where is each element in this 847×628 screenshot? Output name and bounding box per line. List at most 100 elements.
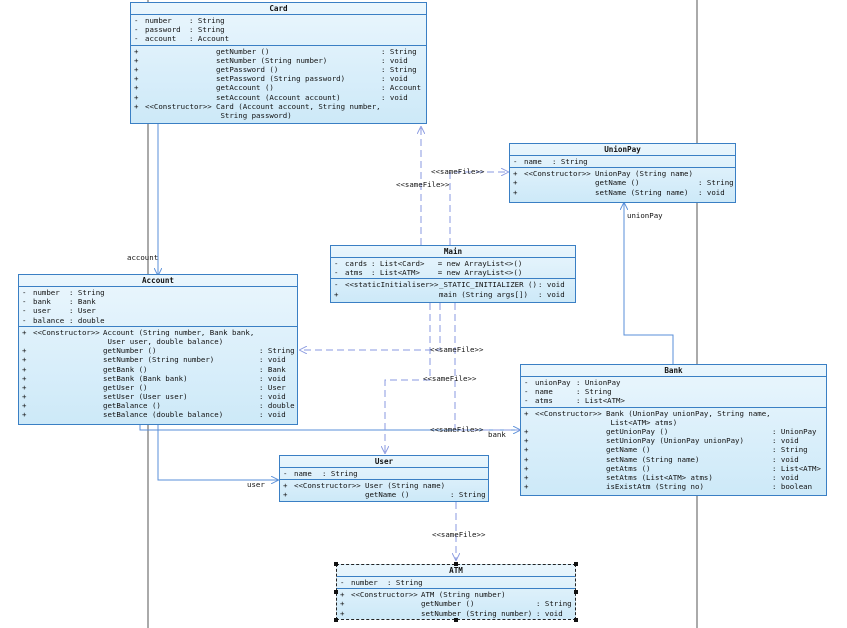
- operation-row[interactable]: +getName (): String: [521, 445, 826, 454]
- operation-return-type: : String: [772, 445, 808, 455]
- operation-row[interactable]: +getBank (): Bank: [19, 365, 297, 374]
- operation-row[interactable]: +getPassword (): String: [131, 65, 426, 74]
- class-bank[interactable]: Bank -unionPay: UnionPay-name: String-at…: [520, 364, 827, 496]
- attribute-row[interactable]: -account: Account: [131, 34, 426, 43]
- operation-row[interactable]: +setBalance (double balance): void: [19, 410, 297, 419]
- operation-row[interactable]: +getNumber (): String: [19, 346, 297, 355]
- main-account-dependency[interactable]: [300, 303, 441, 350]
- resize-handle-middle-left[interactable]: [334, 590, 338, 594]
- class-atm[interactable]: ATM -number: String +<<Constructor>>ATM …: [336, 564, 576, 620]
- operation-row[interactable]: +setBank (Bank bank): void: [19, 374, 297, 383]
- attribute-row[interactable]: -password: String: [131, 25, 426, 34]
- operation-return-type: : void: [772, 454, 799, 464]
- operation-stereotype: <<staticInitialiser>>: [345, 280, 439, 290]
- operation-return-type: : String: [450, 490, 486, 500]
- class-account[interactable]: Account -number: String-bank: Bank-user:…: [18, 274, 298, 425]
- class-card[interactable]: Card -number: String-password: String-ac…: [130, 2, 427, 124]
- operation-row[interactable]: +getUnionPay (): UnionPay: [521, 427, 826, 436]
- attribute-row[interactable]: -user: User: [19, 306, 297, 315]
- attribute-row[interactable]: -balance: double: [19, 316, 297, 325]
- operation-row[interactable]: +getName (): String: [510, 178, 735, 187]
- samefile-label-atm: <<sameFile>>: [432, 530, 486, 539]
- class-main[interactable]: Main -cards: List<Card> = new ArrayList<…: [330, 245, 576, 303]
- operation-row[interactable]: +setName (String name): void: [510, 188, 735, 197]
- attribute-row[interactable]: -bank: Bank: [19, 297, 297, 306]
- operation-row[interactable]: +<<Constructor>>UnionPay (String name): [510, 169, 735, 178]
- operation-row[interactable]: +<<Constructor>>User (String name): [280, 481, 488, 490]
- operation-row[interactable]: +getNumber (): String: [337, 599, 575, 608]
- attribute-row[interactable]: -unionPay: UnionPay: [521, 378, 826, 387]
- operation-row[interactable]: +setUser (User user): void: [19, 392, 297, 401]
- operation-row[interactable]: +setPassword (String password): void: [131, 74, 426, 83]
- operation-return-type: : void: [772, 436, 799, 446]
- visibility-marker: +: [22, 382, 27, 392]
- resize-handle-middle-right[interactable]: [574, 590, 578, 594]
- bank-unionpay-association[interactable]: [624, 203, 674, 365]
- attribute-row[interactable]: -number: String: [19, 288, 297, 297]
- account-bank-association[interactable]: [139, 425, 520, 430]
- operation-row[interactable]: +main (String args[]): void: [331, 290, 575, 299]
- operation-row[interactable]: +<<Constructor>>Card (Account account, S…: [131, 102, 426, 120]
- operation-return-type: : void: [538, 289, 565, 299]
- resize-handle-top-left[interactable]: [334, 562, 338, 566]
- attribute-row[interactable]: -number: String: [337, 578, 575, 587]
- resize-handle-bottom-middle[interactable]: [454, 618, 458, 622]
- operation-row[interactable]: -<<staticInitialiser>>_STATIC_INITIALIZE…: [331, 280, 575, 289]
- attribute-row[interactable]: -cards: List<Card> = new ArrayList<>(): [331, 259, 575, 268]
- samefile-label-user: <<sameFile>>: [423, 374, 477, 383]
- visibility-marker: +: [22, 364, 27, 374]
- operation-row[interactable]: +getUser (): User: [19, 383, 297, 392]
- attribute-row[interactable]: -number: String: [131, 16, 426, 25]
- resize-handle-bottom-left[interactable]: [334, 618, 338, 622]
- class-user[interactable]: User -name: String +<<Constructor>>User …: [279, 455, 489, 502]
- class-unionpay[interactable]: UnionPay -name: String +<<Constructor>>U…: [509, 143, 736, 203]
- operation-row[interactable]: +getBalance (): double: [19, 401, 297, 410]
- attribute-name: balance: [33, 315, 65, 325]
- resize-handle-top-right[interactable]: [574, 562, 578, 566]
- attribute-row[interactable]: -atms: List<ATM>: [521, 396, 826, 405]
- visibility-marker: -: [513, 157, 518, 166]
- operation-signature: setUser (User user): [103, 392, 188, 402]
- operation-row[interactable]: +<<Constructor>>Account (String number, …: [19, 328, 297, 346]
- attribute-row[interactable]: -name: String: [280, 469, 488, 478]
- operation-row[interactable]: +<<Constructor>>Bank (UnionPay unionPay,…: [521, 409, 826, 427]
- visibility-marker: +: [22, 401, 27, 411]
- attribute-row[interactable]: -name: String: [510, 157, 735, 166]
- operation-row[interactable]: +getAtms (): List<ATM>: [521, 464, 826, 473]
- operation-row[interactable]: +setAtms (List<ATM> atms): void: [521, 473, 826, 482]
- visibility-marker: -: [134, 16, 139, 25]
- operation-row[interactable]: +setAccount (Account account): void: [131, 93, 426, 102]
- attribute-type: : UnionPay: [576, 378, 621, 387]
- operation-row[interactable]: +setUnionPay (UnionPay unionPay): void: [521, 436, 826, 445]
- class-unionpay-attributes: -name: String: [510, 156, 735, 169]
- attribute-row[interactable]: -atms: List<ATM> = new ArrayList<>(): [331, 268, 575, 277]
- resize-handle-top-middle[interactable]: [454, 562, 458, 566]
- attribute-type: : String: [189, 25, 225, 35]
- operation-row[interactable]: +getAccount (): Account: [131, 83, 426, 92]
- attribute-row[interactable]: -name: String: [521, 387, 826, 396]
- operation-row[interactable]: +<<Constructor>>ATM (String number): [337, 590, 575, 599]
- operation-row[interactable]: +getNumber (): String: [131, 47, 426, 56]
- operation-row[interactable]: +getName (): String: [280, 490, 488, 499]
- operation-signature: setNumber (String number): [421, 608, 533, 618]
- resize-handle-bottom-right[interactable]: [574, 618, 578, 622]
- main-bank-dependency[interactable]: [454, 303, 520, 431]
- attribute-type: : List<ATM>: [576, 396, 625, 406]
- operation-row[interactable]: +setNumber (String number): void: [131, 56, 426, 65]
- class-main-attributes: -cards: List<Card> = new ArrayList<>()-a…: [331, 258, 575, 280]
- class-account-title: Account: [19, 275, 297, 287]
- visibility-marker: +: [22, 410, 27, 420]
- main-unionpay-dependency[interactable]: [449, 172, 508, 245]
- operation-row[interactable]: +setNumber (String number): void: [337, 609, 575, 618]
- main-user-dependency[interactable]: [385, 303, 431, 453]
- operation-row[interactable]: +isExistAtm (String no): boolean: [521, 482, 826, 491]
- operation-signature: getUser (): [103, 382, 148, 392]
- operation-row[interactable]: +setName (String name): void: [521, 455, 826, 464]
- visibility-marker: -: [283, 469, 288, 478]
- bank-role-label: bank: [488, 430, 506, 439]
- account-user-association[interactable]: [157, 425, 278, 480]
- attribute-name: password: [145, 25, 181, 35]
- visibility-marker: +: [524, 426, 529, 436]
- operation-row[interactable]: +setNumber (String number): void: [19, 355, 297, 364]
- visibility-marker: +: [134, 46, 139, 56]
